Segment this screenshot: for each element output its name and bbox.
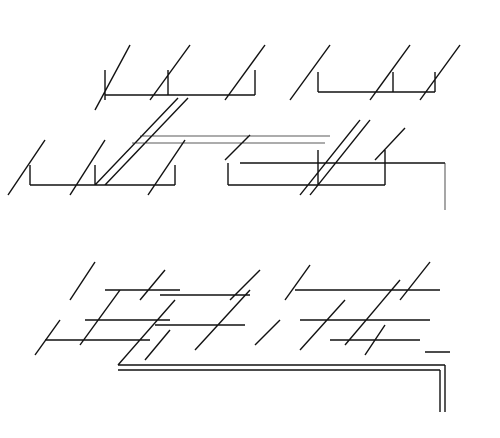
upper-diagram <box>7 44 461 210</box>
lower-left-branch-2 <box>69 261 96 301</box>
upper-right-bottom-branch <box>374 127 406 161</box>
upper-right-bottom-diagonal <box>299 119 361 196</box>
lower-left-diagonal-1 <box>79 289 121 346</box>
upper-right-top-branch-1 <box>289 44 331 101</box>
lower-mid-branch-2 <box>144 329 171 361</box>
upper-right-top-branch-3 <box>419 44 461 101</box>
lower-right-branch-2 <box>399 261 431 301</box>
upper-right-top-branch-2 <box>369 44 411 101</box>
upper-left-bottom-branch-1 <box>7 139 46 196</box>
lower-right-branch-1 <box>284 264 311 301</box>
lower-left-diagonal-2 <box>117 299 176 366</box>
upper-left-top-branch-3 <box>224 44 266 101</box>
upper-right-bottom-branch-2 <box>224 134 251 161</box>
upper-right-bottom-diagonal-2 <box>309 119 371 196</box>
upper-left-bottom-branch-3 <box>147 139 186 196</box>
lower-right-diagonal-1 <box>344 279 401 346</box>
lower-mid-branch-3 <box>254 319 281 346</box>
lower-diagram <box>34 261 450 412</box>
lower-mid-branch-1 <box>229 269 261 301</box>
upper-main-riser <box>94 97 179 186</box>
lower-left-branch-1 <box>34 319 61 356</box>
lower-right-branch-3 <box>364 324 386 356</box>
lower-left-branch-3 <box>139 269 166 301</box>
upper-left-top-branch-1 <box>94 44 131 111</box>
lower-mid-diagonal <box>194 289 251 351</box>
lower-right-diagonal-2 <box>299 299 346 351</box>
upper-main-riser-2 <box>104 97 189 186</box>
upper-left-bottom-branch-2 <box>69 139 106 196</box>
upper-left-top-branch-2 <box>149 44 191 101</box>
